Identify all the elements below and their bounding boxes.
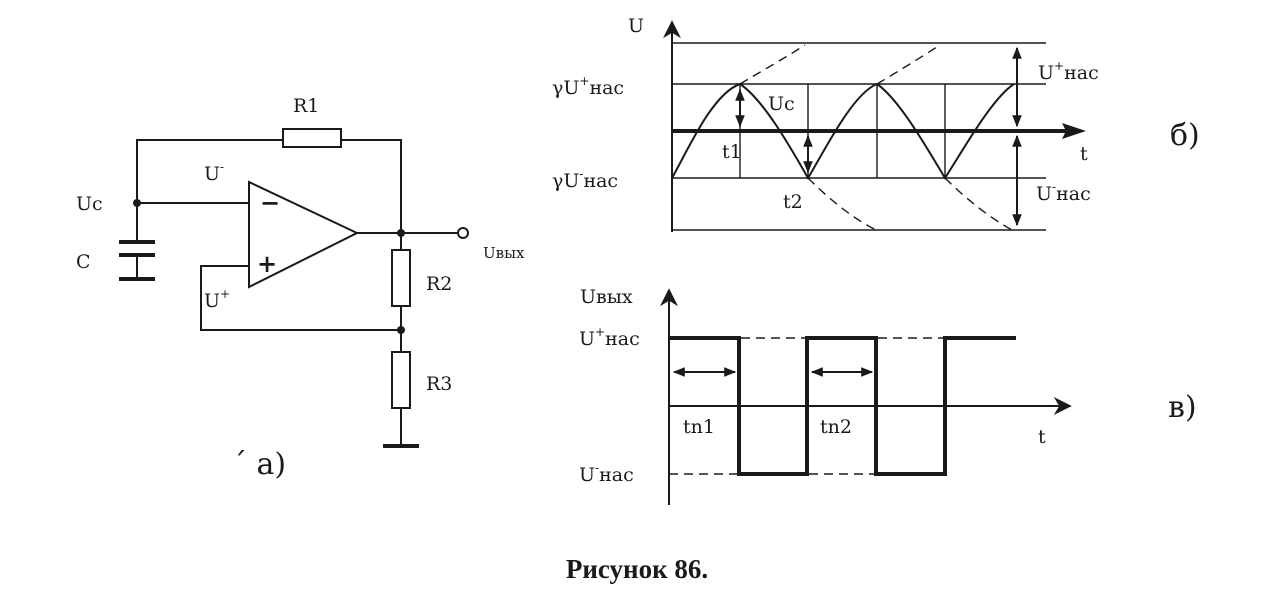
graph-capacitor-voltage: U t γU+нас γU-нас U+нас U-нас Uc t1 t2 б…	[552, 15, 1200, 232]
label-t2: t2	[783, 191, 803, 213]
curve-uc-dashed-4	[944, 177, 1013, 231]
circuit-schematic: R1 Uc C U- U+ − + Uвых R2 R3 ´ а)	[76, 95, 525, 482]
label-uout-plus: U+нас	[579, 325, 640, 350]
resistor-r2	[391, 249, 411, 307]
resistor-r3	[391, 351, 411, 409]
output-terminal	[457, 227, 469, 239]
panel-label-c: в)	[1168, 390, 1197, 425]
sign-minus: −	[260, 188, 280, 217]
label-output: Uвых	[483, 244, 525, 262]
wire-noninverting-feedback	[200, 265, 401, 331]
label-uc: Uc	[76, 193, 103, 215]
panel-label-b: б)	[1170, 118, 1200, 153]
label-t1: t1	[722, 141, 742, 163]
label-r1: R1	[293, 95, 319, 117]
label-capacitor: C	[76, 251, 91, 273]
label-axis-t-b: t	[1080, 143, 1088, 165]
curve-uc-dashed-3	[876, 44, 941, 85]
label-axis-t-c: t	[1038, 426, 1046, 448]
label-uout-minus: U-нас	[579, 461, 634, 486]
figure-caption: Рисунок 86.	[566, 554, 708, 584]
label-tn2: tn2	[820, 416, 852, 438]
label-u-minus-sat: U-нас	[1036, 180, 1091, 205]
label-tn1: tn1	[683, 416, 715, 438]
wire-r1-right	[341, 139, 402, 232]
curve-uc-dashed-2	[807, 177, 877, 231]
label-gamma-u-minus: γU-нас	[552, 167, 618, 192]
label-u-minus: U-	[204, 160, 224, 185]
curve-uc	[671, 82, 1015, 180]
graph-output-voltage: Uвых t U+нас U-нас tn1 tn2 в)	[579, 286, 1197, 505]
label-r2: R2	[426, 273, 452, 295]
label-r3: R3	[426, 373, 452, 395]
label-u-plus-sat: U+нас	[1038, 59, 1099, 84]
resistor-r1	[282, 128, 342, 148]
label-axis-uout: Uвых	[580, 286, 633, 308]
axis-x-b-arrowhead	[1062, 123, 1086, 139]
label-gamma-u-plus: γU+нас	[552, 74, 624, 99]
label-u-plus: U+	[204, 287, 230, 312]
panel-label-a: ´ а)	[232, 447, 286, 482]
wire-r1-left	[136, 139, 283, 203]
sign-plus: +	[257, 249, 277, 278]
label-curve-uc: Uc	[768, 93, 795, 115]
label-axis-u: U	[628, 15, 644, 37]
op-amp	[248, 180, 360, 289]
curve-uc-dashed-1	[739, 44, 806, 85]
square-wave	[669, 336, 1016, 476]
